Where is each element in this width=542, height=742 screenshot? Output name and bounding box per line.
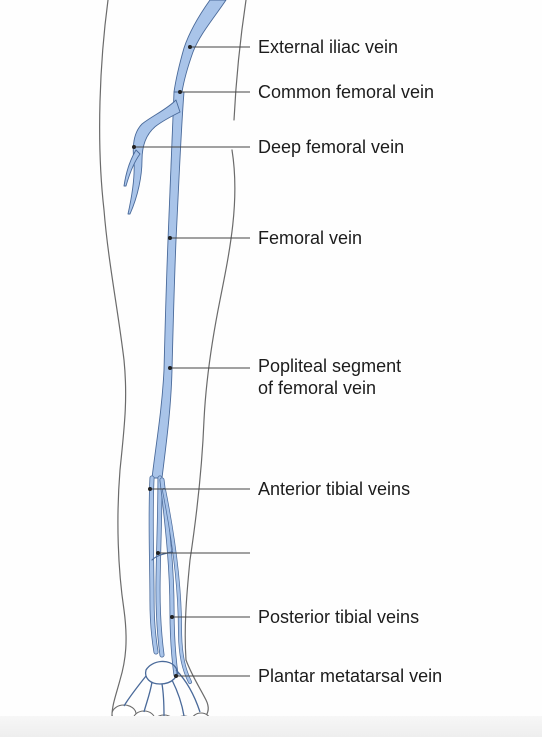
plantar-arch <box>144 660 178 685</box>
label-deep-femoral-vein: Deep femoral vein <box>258 137 405 157</box>
foot-veins <box>123 660 201 717</box>
label-external-iliac-vein: External iliac vein <box>258 37 399 57</box>
leg-outline-right-upper <box>233 0 247 121</box>
label-popliteal-segment: Popliteal segment of femoral vein <box>258 355 401 399</box>
posterior-tibial-vein-b-fill <box>162 488 192 684</box>
leg-outline <box>99 0 247 719</box>
ankle-outline <box>185 659 209 719</box>
dot-plantar-metatarsal <box>174 674 178 678</box>
dot-common-femoral <box>178 90 182 94</box>
label-popliteal-line1: Popliteal segment <box>258 356 402 376</box>
external-iliac-vein-shape <box>173 0 227 93</box>
metatarsal-vein-4 <box>171 679 185 717</box>
label-anterior-tibial-veins: Anterior tibial veins <box>258 479 411 499</box>
dot-tibial-connector <box>156 551 160 555</box>
dot-deep-femoral <box>132 145 136 149</box>
label-common-femoral-vein: Common femoral vein <box>258 82 435 102</box>
anterior-tibial-vein-b-fill <box>156 476 164 657</box>
tibial-connector <box>151 551 173 561</box>
label-posterior-tibial-veins: Posterior tibial veins <box>258 607 420 627</box>
anterior-tibial-vein-a-fill <box>149 476 158 654</box>
metatarsal-vein-2 <box>143 681 153 713</box>
deep-femoral-branch-shape <box>127 99 181 215</box>
label-popliteal-line2: of femoral vein <box>258 378 377 398</box>
metatarsal-vein-1 <box>123 675 147 707</box>
leader-dots <box>132 45 192 678</box>
dot-femoral <box>168 236 172 240</box>
metatarsal-vein-5 <box>175 669 201 713</box>
metatarsal-vein-3 <box>161 683 165 717</box>
deep-femoral-twig-shape <box>123 149 141 187</box>
dot-anterior-tibial <box>148 487 152 491</box>
bottom-shade <box>0 716 542 737</box>
venous-system <box>123 0 227 479</box>
dot-external-iliac <box>188 45 192 49</box>
leg-outline-right <box>184 149 236 661</box>
leg-outline-left <box>99 0 127 717</box>
label-femoral-vein: Femoral vein <box>258 228 363 248</box>
femoral-trunk-shape <box>151 91 185 479</box>
posterior-tibial-vein-a-fill <box>160 478 178 677</box>
label-plantar-metatarsal-vein: Plantar metatarsal vein <box>258 666 443 686</box>
dot-popliteal <box>168 366 172 370</box>
leader-lines <box>134 46 250 677</box>
dot-posterior-tibial <box>170 615 174 619</box>
tibial-veins <box>148 475 192 684</box>
